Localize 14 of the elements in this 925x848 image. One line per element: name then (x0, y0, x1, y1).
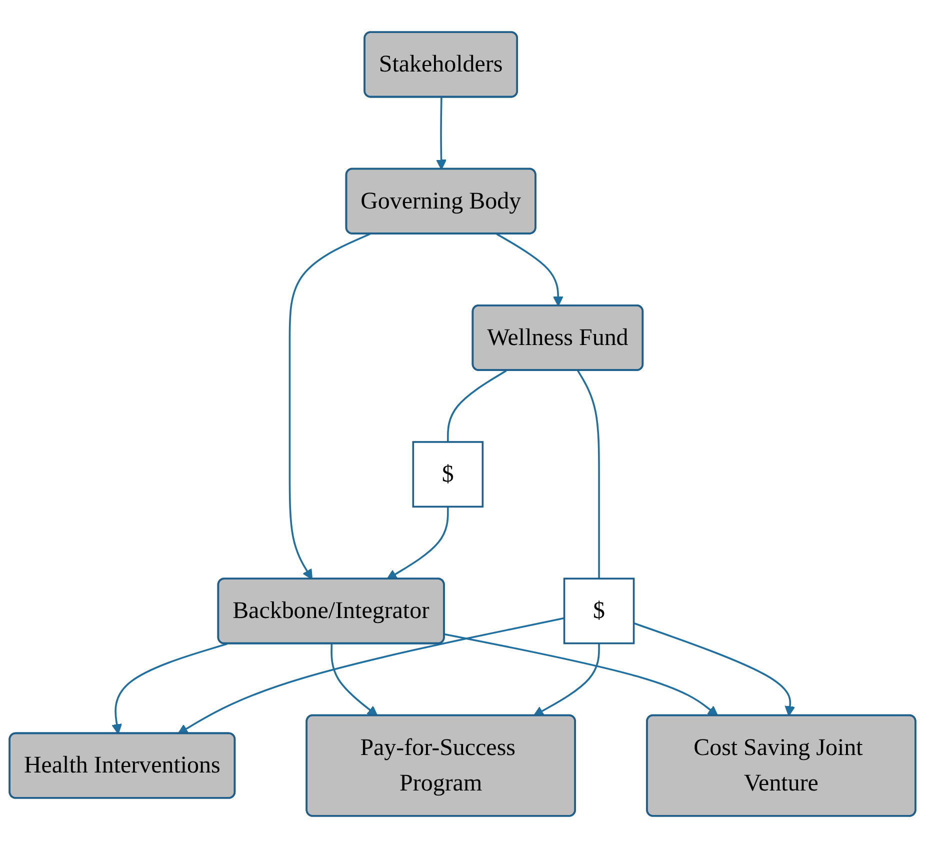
node-box: $ (412, 441, 484, 508)
connector (447, 370, 507, 442)
arrow (112, 643, 228, 734)
arrow (330, 644, 378, 716)
arrow (633, 622, 796, 716)
arrow (444, 633, 718, 716)
connector (577, 370, 600, 579)
arrow (178, 617, 564, 734)
arrow (436, 97, 447, 170)
node-box: $ (563, 578, 635, 644)
arrow (288, 233, 370, 580)
arrow (496, 233, 564, 306)
arrow (533, 643, 600, 716)
arrow (386, 506, 449, 580)
